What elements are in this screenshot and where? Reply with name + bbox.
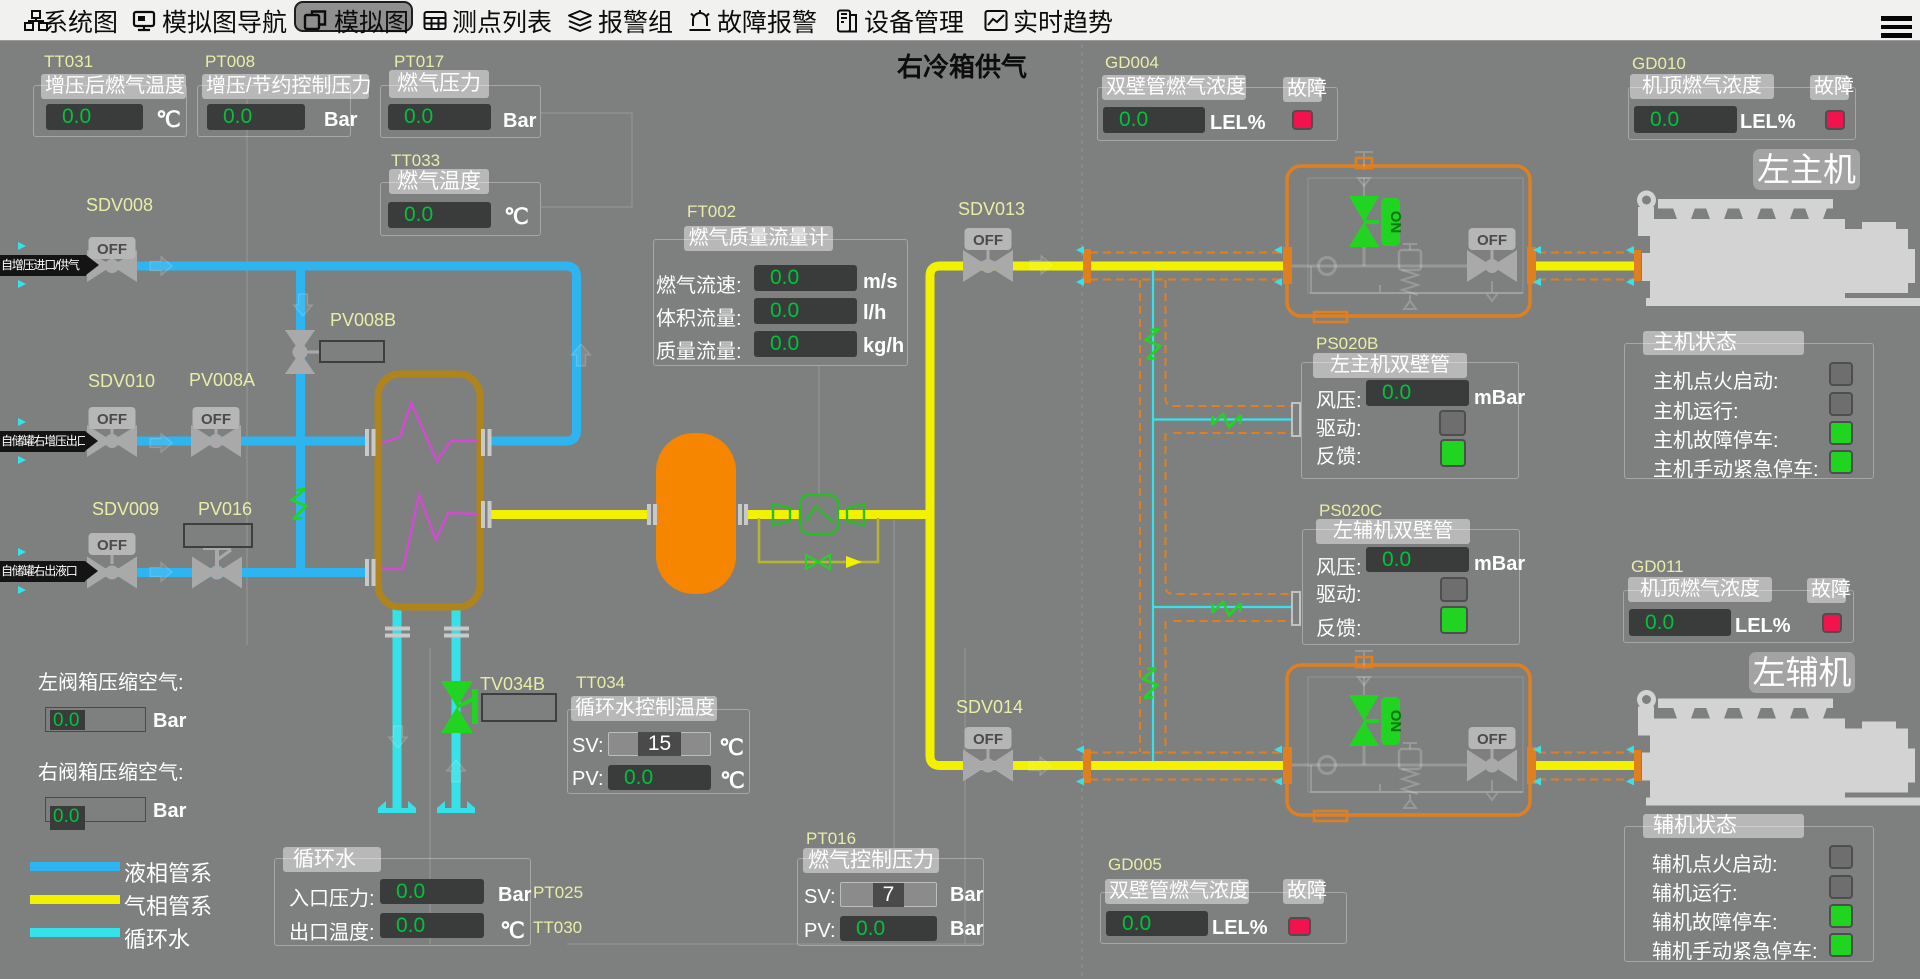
svg-text:OFF: OFF [97, 537, 127, 554]
svg-text:OFF: OFF [1477, 731, 1507, 748]
svg-text:OFF: OFF [97, 241, 127, 258]
svg-text:OFF: OFF [201, 411, 231, 428]
svg-text:ON: ON [1387, 710, 1404, 733]
svg-text:OFF: OFF [973, 731, 1003, 748]
svg-text:ON: ON [1387, 211, 1404, 234]
svg-text:OFF: OFF [97, 411, 127, 428]
svg-text:OFF: OFF [973, 232, 1003, 249]
svg-text:OFF: OFF [1477, 232, 1507, 249]
